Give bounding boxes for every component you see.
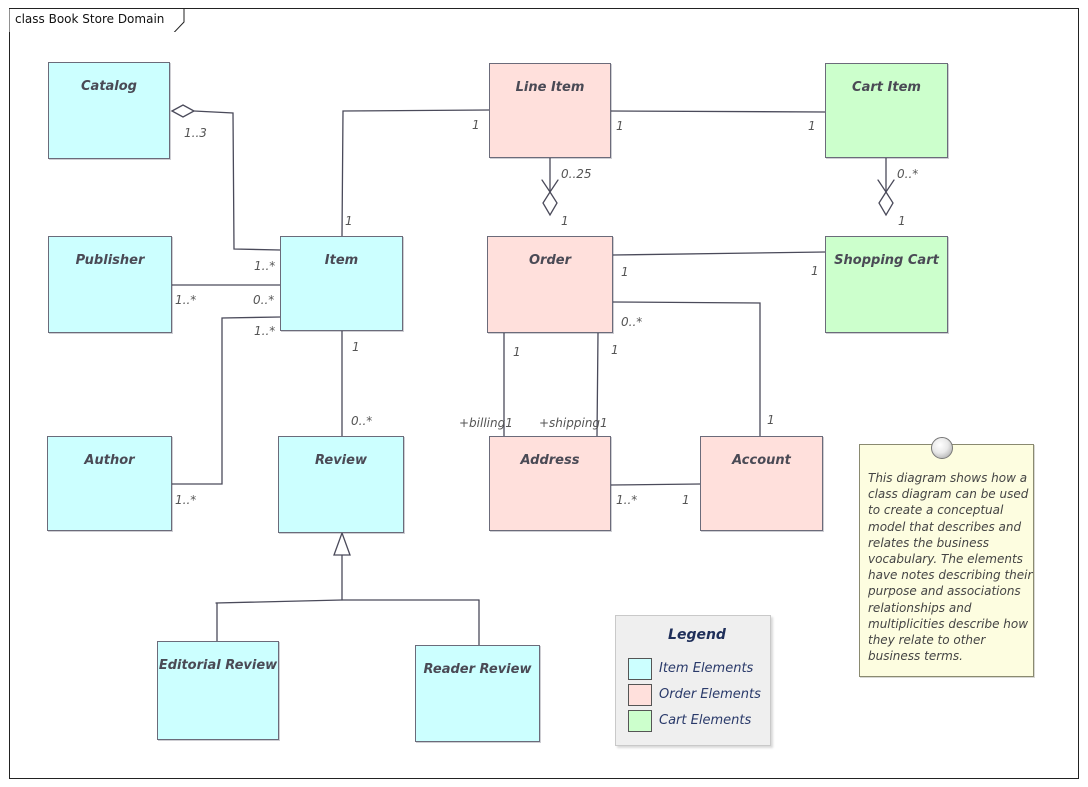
- role-billing: +billing1: [459, 416, 513, 430]
- class-cart-item-name: Cart Item: [852, 80, 921, 95]
- cart-aggregation-diamond: [878, 190, 894, 217]
- mult-item-author-end: 1..*: [254, 324, 276, 338]
- mult-order-cart-end: 1: [621, 265, 629, 279]
- class-catalog[interactable]: Catalog: [48, 62, 170, 159]
- catalog-item-association: [193, 110, 281, 251]
- class-editorial-review-name: Editorial Review: [158, 658, 278, 673]
- legend-label-cart: Cart Elements: [659, 713, 752, 728]
- mult-order-shipping-end: 1: [611, 343, 619, 357]
- diagram-frame: [9, 8, 1079, 779]
- mult-item-catalog-end: 1..*: [254, 259, 276, 273]
- legend: Legend Item Elements Order Elements Cart…: [615, 615, 771, 746]
- role-billing-mult: 1: [505, 416, 513, 430]
- frame-title-tab: [9, 8, 185, 32]
- legend-title: Legend: [668, 627, 726, 643]
- diagram-note[interactable]: This diagram shows how a class diagram c…: [859, 444, 1034, 677]
- mult-lineitem-item-end: 1: [472, 118, 480, 132]
- address-account-association: [610, 483, 701, 486]
- mult-order-account-end: 0..*: [621, 315, 643, 329]
- class-address-name: Address: [520, 453, 580, 468]
- author-item-association: [171, 316, 281, 485]
- catalog-aggregation-diamond: [170, 104, 196, 118]
- legend-swatch-cart: [628, 710, 652, 732]
- class-catalog-name: Catalog: [81, 79, 137, 94]
- class-order[interactable]: Order: [487, 236, 613, 333]
- pushpin-icon: [931, 437, 953, 459]
- class-line-item-name: Line Item: [515, 80, 585, 95]
- role-billing-name: +billing: [459, 416, 506, 430]
- note-text: This diagram shows how a class diagram c…: [868, 471, 1033, 664]
- class-editorial-review[interactable]: Editorial Review: [157, 641, 279, 740]
- diagram-title: class Book Store Domain: [15, 12, 165, 26]
- mult-account-address-end: 1: [682, 493, 690, 507]
- class-shopping-cart[interactable]: Shopping Cart: [825, 236, 948, 333]
- order-address-shipping: [596, 332, 599, 437]
- mult-cartitem-cart-end: 0..*: [897, 167, 919, 181]
- legend-label-order: Order Elements: [659, 687, 761, 702]
- class-line-item[interactable]: Line Item: [489, 63, 611, 158]
- mult-item-review-end: 1: [352, 340, 360, 354]
- mult-lineitem-cartitem-end: 1: [616, 119, 624, 133]
- mult-cartitem-lineitem-end: 1: [808, 119, 816, 133]
- mult-item-lineitem-end: 1: [345, 214, 353, 228]
- role-shipping-name: +shipping: [539, 416, 601, 430]
- mult-cart-order-end: 1: [811, 264, 819, 278]
- class-account[interactable]: Account: [700, 436, 823, 531]
- role-shipping: +shipping1: [539, 416, 608, 430]
- class-author[interactable]: Author: [47, 436, 172, 531]
- legend-swatch-item: [628, 658, 652, 680]
- mult-account-order-end: 1: [767, 413, 775, 427]
- class-publisher-name: Publisher: [75, 253, 145, 268]
- mult-catalog-end: 1..3: [184, 126, 207, 140]
- mult-item-publisher-end: 0..*: [253, 293, 275, 307]
- mult-publisher-end: 1..*: [175, 293, 197, 307]
- mult-author-end: 1..*: [175, 493, 197, 507]
- class-reader-review[interactable]: Reader Review: [415, 645, 540, 742]
- mult-cart-cartitem-end: 1: [898, 214, 906, 228]
- mult-review-end: 0..*: [351, 414, 373, 428]
- class-publisher[interactable]: Publisher: [48, 236, 172, 333]
- class-cart-item[interactable]: Cart Item: [825, 63, 948, 158]
- item-lineitem-association: [341, 109, 490, 237]
- class-order-name: Order: [529, 253, 571, 268]
- class-reader-review-name: Reader Review: [423, 662, 532, 677]
- class-address[interactable]: Address: [489, 436, 611, 531]
- class-item-name: Item: [324, 253, 359, 268]
- order-account-association: [612, 301, 761, 437]
- class-review[interactable]: Review: [278, 436, 404, 533]
- class-shopping-cart-name: Shopping Cart: [834, 253, 939, 268]
- class-item[interactable]: Item: [280, 236, 403, 331]
- class-account-name: Account: [732, 453, 791, 468]
- legend-swatch-order: [628, 684, 652, 706]
- mult-order-lineitem-end: 1: [561, 214, 569, 228]
- class-author-name: Author: [84, 453, 135, 468]
- order-cart-association: [612, 251, 826, 256]
- class-review-name: Review: [315, 453, 367, 468]
- order-aggregation-diamond: [542, 190, 558, 217]
- legend-label-item: Item Elements: [659, 661, 754, 676]
- generalization-bar: [215, 599, 480, 604]
- role-shipping-mult: 1: [600, 416, 608, 430]
- mult-order-billing-end: 1: [513, 345, 521, 359]
- lineitem-cartitem-association: [610, 110, 826, 113]
- mult-lineitem-order-end: 0..25: [561, 167, 592, 181]
- mult-address-account-end: 1..*: [616, 493, 638, 507]
- generalization-triangle: [333, 531, 351, 556]
